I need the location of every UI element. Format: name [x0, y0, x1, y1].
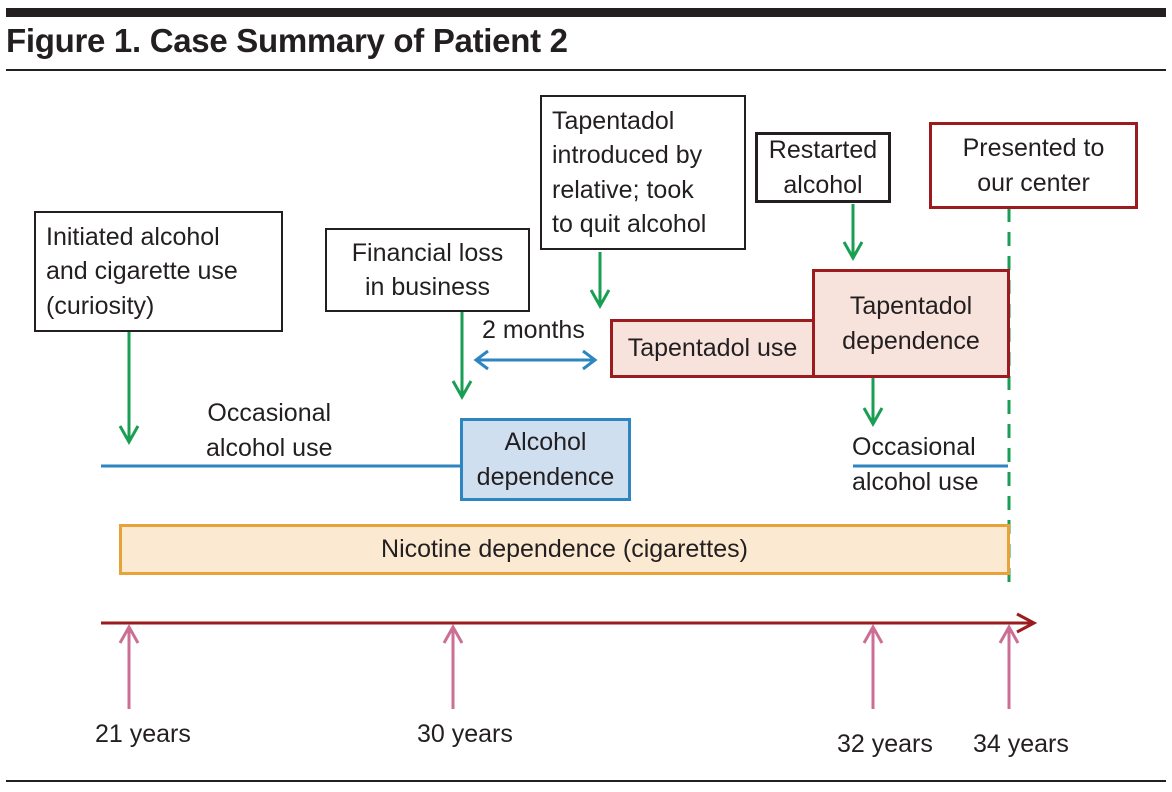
event-financial-loss-box: Financial loss in business — [325, 228, 530, 312]
title-rule — [6, 69, 1166, 71]
age-label-34: 34 years — [973, 730, 1069, 758]
age-label-32: 32 years — [837, 730, 933, 758]
age-label-21: 21 years — [95, 720, 191, 748]
nicotine-dependence-bar: Nicotine dependence (cigarettes) — [119, 524, 1010, 575]
alcohol-dependence-box: Alcohol dependence — [460, 418, 631, 501]
age-tick-arrows — [118, 623, 1020, 709]
event-presented-box: Presented to our center — [929, 122, 1138, 209]
tapentadol-use-box: Tapentadol use — [610, 319, 815, 378]
occasional-alcohol-label-2: Occasional alcohol use — [852, 433, 979, 496]
figure-title: Figure 1. Case Summary of Patient 2 — [6, 22, 568, 59]
bottom-rule — [6, 780, 1166, 782]
two-months-arrow — [473, 349, 598, 371]
occasional-alcohol-label-1: Occasional alcohol use — [206, 399, 333, 462]
tapentadol-dependence-box: Tapentadol dependence — [812, 269, 1010, 378]
interval-label: 2 months — [482, 316, 585, 344]
timeline-axis — [101, 612, 1038, 634]
green-arrows — [118, 204, 884, 446]
age-label-30: 30 years — [417, 720, 513, 748]
event-tapentadol-introduced-box: Tapentadol introduced by relative; took … — [540, 95, 746, 250]
top-rule — [6, 8, 1166, 17]
event-initiated-box: Initiated alcohol and cigarette use (cur… — [34, 211, 283, 332]
event-restarted-alcohol-box: Restarted alcohol — [755, 132, 891, 203]
